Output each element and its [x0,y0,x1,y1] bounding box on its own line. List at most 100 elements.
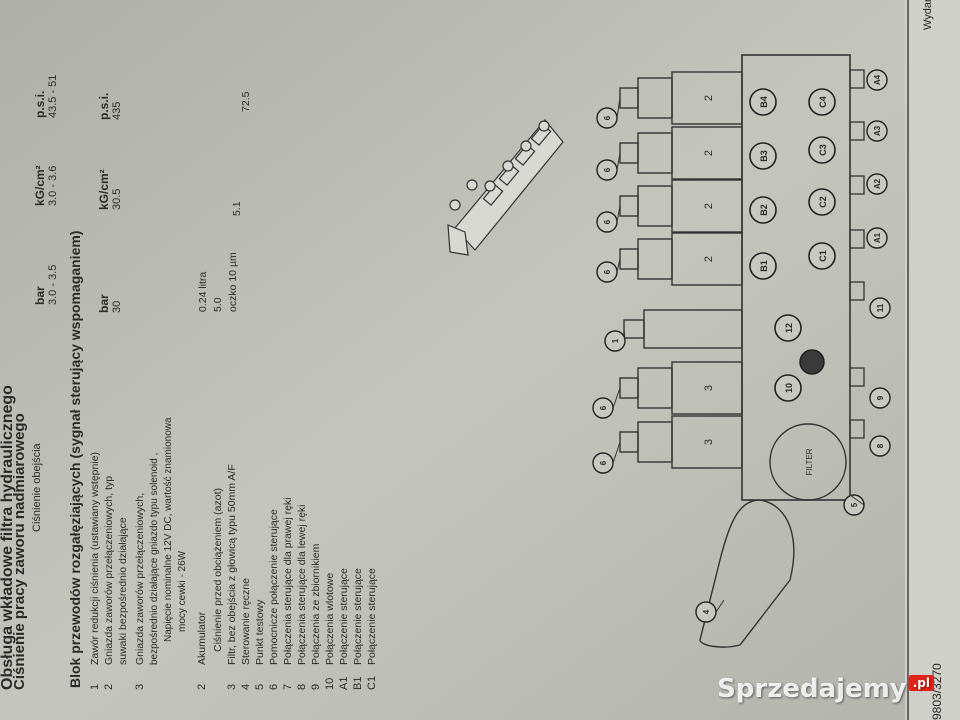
legend-num-3: 3 [134,684,146,690]
section-main-unit-bar: bar [97,294,111,313]
section-main-unit-psi: p.s.i. [97,93,111,120]
section-top-value-kg: 3.0 - 3.6 [47,166,59,206]
valve-3-label-a: 3 [703,385,715,391]
legend-num-8: 8 [296,684,308,690]
legend-num-2: 2 [103,684,115,690]
manifold-3d-sketch [447,119,564,256]
legend-num-manual: 4 [240,684,252,690]
valve-3-group [619,361,743,469]
valve-2-label-c: 2 [703,203,715,209]
legend-num-filter: 3 [226,684,238,690]
callout-6-c: 6 [603,219,612,224]
callout-6-circles [592,107,618,474]
legend-text-9: Połączenia ze zbiornikiem [310,543,322,665]
legend-text-b1: Połączenie sterujące [352,568,364,665]
valve-2-label-d: 2 [703,256,715,262]
watermark-tld: .pl [908,675,934,692]
callout-5-label: 5 [850,502,859,507]
valve-3-label-b: 3 [703,439,715,445]
section-top-line0: Obsługa wkładowe filtra hydraulicznego [0,385,16,690]
legend-text-7: Połączenia sterujące dla prawej ręki [282,497,294,665]
legend-text-2: Gniazda zaworów przełączeniowych, typ [103,476,115,665]
port-12-circle [774,314,802,342]
port-c3: C3 [818,144,828,156]
callout-6-e: 6 [599,405,608,410]
port-a3: A3 [873,125,882,136]
watermark-brand: Sprzedajemy [717,674,907,704]
callout-6-f: 6 [599,460,608,465]
section-top-unit-kg: kG/cm² [33,165,47,206]
port-12-label: 12 [784,323,794,333]
section-top-unit-psi: p.s.i. [33,91,47,118]
valve-2-group [619,71,743,286]
legend-text-accum: Akumulator [196,611,208,665]
port-c2: C2 [818,196,828,208]
right-page-edge [905,0,960,720]
footer-edition: Wydanie [922,0,934,30]
legend-num-10: 10 [324,678,336,690]
section-top-unit-bar: bar [33,286,47,305]
legend-text-1: Zawór redukcji ciśnienia (ustawiany wstę… [89,452,101,665]
port-10-label: 10 [784,383,794,393]
valve-2-label-b: 2 [703,150,715,156]
legend-text-a1: Połączenie sterujące [338,568,350,665]
section-top-line1: Ciśnienie pracy zaworu nadmiarowego [11,413,28,690]
legend-num-9: 9 [310,684,322,690]
legend-num-a1: A1 [338,677,350,690]
leader-lines [612,97,865,613]
section-main-value-psi: 435 [111,102,123,120]
port-b3: B3 [759,150,769,162]
legend-num-1: 1 [89,684,101,690]
legend-text-manual: Sterowanie ręczne [240,578,252,665]
legend-value-accumulator: 0.24 litra [197,272,209,312]
legend-text-5: Punkt testowy [254,599,266,665]
callout-4-label: 4 [702,609,711,614]
legend-num-7: 7 [282,684,294,690]
legend-text-2b: suwaki bezpośrednio działające [117,517,129,665]
legend-num-b1: B1 [352,677,364,690]
filter-circle [769,423,847,501]
valve-2-label-a: 2 [703,95,715,101]
legend-num-6: 6 [268,684,280,690]
port-c1: C1 [818,250,828,262]
section-main-value-kg: 30.5 [111,189,123,210]
section-main-title: Blok przewodów rozgałęziających (sygnał … [67,231,83,688]
a-port-fittings [849,69,865,439]
legend-value-precharge: 5.0 [212,297,224,312]
legend-text-3: Gniazda zaworów przełączeniowych, [134,493,146,665]
callout-1-label: 1 [611,338,620,343]
legend-text-c1: Połączenie sterujące [366,568,378,665]
accumulator [699,499,795,648]
port-circles [749,88,836,280]
callout-9-label: 9 [876,395,885,400]
legend-text-precharge: Ciśnienie przed obciążeniem (azot) [212,488,224,652]
legend-value-manual-a: 5.1 [231,201,243,216]
legend-text-3b: bezpośrednio działające gniazdo typu sol… [149,453,160,665]
legend-text-8: Połączenia sterujące dla lewej ręki [296,505,308,666]
section-main-value-bar: 30 [111,301,123,313]
callout-6-a: 6 [603,115,612,120]
legend-num-accum: 2 [196,684,208,690]
section-main-unit-kg: kG/cm² [97,169,111,210]
port-b2: B2 [759,204,769,216]
legend-text-filter: Filtr, bez obejścia z głowicą typu 50mm … [226,464,238,665]
section-top-line2: Ciśnienie obejścia [31,442,43,532]
port-c4: C4 [818,96,828,108]
manifold-diagram: 2 2 2 2 3 3 FILTER [592,54,891,648]
port-b1: B1 [759,260,769,272]
port-a1: A1 [873,232,882,243]
legend-value-manual-b: 72.5 [240,91,252,112]
port-a4: A4 [873,74,882,85]
port-a2: A2 [873,178,882,189]
test-point [799,349,825,375]
callout-6-d: 6 [603,269,612,274]
section-top-value-psi: 43.5 - 51 [47,75,59,118]
port-10-circle [774,374,802,402]
legend-text-3c: Napięcie nominalne 12V DC, wartość znami… [163,417,174,642]
watermark-logo: Sprzedajemy.pl [717,674,934,704]
filter-label: FILTER [805,448,814,475]
legend-text-6: Pomocnicze połączenie sterujące [268,509,280,665]
callout-6-b: 6 [603,167,612,172]
